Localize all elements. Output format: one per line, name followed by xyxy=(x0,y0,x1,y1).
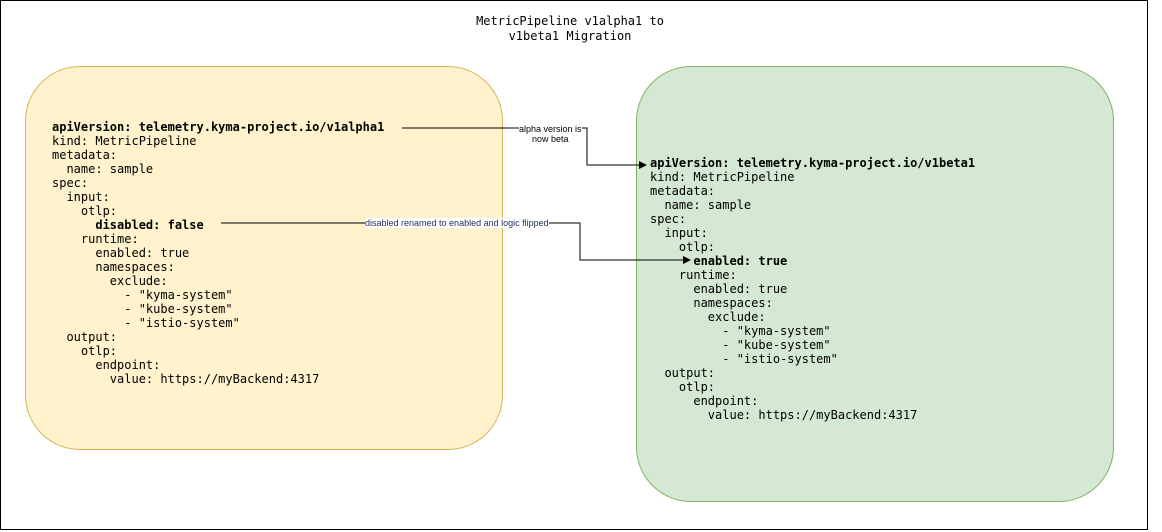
v1alpha1-yaml-code: apiVersion: telemetry.kyma-project.io/v1… xyxy=(52,120,384,386)
v1alpha1-yaml-line: otlp: xyxy=(52,204,118,218)
v1beta1-yaml-line: enabled: true xyxy=(650,254,788,268)
v1beta1-yaml-line: exclude: xyxy=(650,310,766,324)
v1alpha1-yaml-line: disabled: false xyxy=(52,218,204,232)
enabled-field-connector xyxy=(221,222,691,264)
v1beta1-yaml-code: apiVersion: telemetry.kyma-project.io/v1… xyxy=(650,156,975,422)
v1alpha1-yaml-line: - "kube-system" xyxy=(52,302,233,316)
v1beta1-yaml-line: - "kyma-system" xyxy=(650,324,831,338)
v1beta1-yaml-line: kind: MetricPipeline xyxy=(650,170,795,184)
v1alpha1-yaml-box xyxy=(25,66,503,450)
v1alpha1-yaml-line: kind: MetricPipeline xyxy=(52,134,197,148)
v1beta1-yaml-line: endpoint: xyxy=(650,394,759,408)
api-version-note-line-2: now beta xyxy=(532,134,569,144)
v1beta1-yaml-box xyxy=(636,66,1114,502)
v1alpha1-yaml-line: apiVersion: telemetry.kyma-project.io/v1… xyxy=(52,120,385,134)
v1alpha1-yaml-line: exclude: xyxy=(52,274,168,288)
v1beta1-yaml-line: - "kube-system" xyxy=(650,338,831,352)
v1alpha1-yaml-line: output: xyxy=(52,330,118,344)
v1beta1-yaml-line: apiVersion: telemetry.kyma-project.io/v1… xyxy=(650,156,976,170)
v1alpha1-yaml-line: runtime: xyxy=(52,232,139,246)
api-version-note-line-1: alpha version is xyxy=(519,124,582,134)
v1alpha1-yaml-line: name: sample xyxy=(52,162,154,176)
v1alpha1-yaml-line: enabled: true xyxy=(52,246,190,260)
v1alpha1-yaml-line: input: xyxy=(52,190,110,204)
v1alpha1-yaml-line: otlp: xyxy=(52,344,118,358)
api-version-connector xyxy=(402,127,647,169)
v1beta1-yaml-line: metadata: xyxy=(650,184,716,198)
v1beta1-yaml-line: name: sample xyxy=(650,198,752,212)
v1beta1-yaml-line: value: https://myBackend:4317 xyxy=(650,408,918,422)
v1beta1-yaml-line: otlp: xyxy=(650,240,716,254)
v1beta1-yaml-line: runtime: xyxy=(650,268,737,282)
title-line-2: v1beta1 Migration xyxy=(508,29,632,43)
api-version-note: alpha version is now beta xyxy=(519,124,582,144)
v1alpha1-yaml-line: metadata: xyxy=(52,148,118,162)
v1beta1-yaml-line: - "istio-system" xyxy=(650,352,838,366)
v1alpha1-yaml-line: value: https://myBackend:4317 xyxy=(52,372,320,386)
v1beta1-yaml-line: spec: xyxy=(650,212,687,226)
v1alpha1-yaml-line: endpoint: xyxy=(52,358,161,372)
title-line-1: MetricPipeline v1alpha1 to xyxy=(476,14,664,28)
diagram-title: MetricPipeline v1alpha1 to v1beta1 Migra… xyxy=(420,14,720,44)
v1beta1-yaml-line: input: xyxy=(650,226,708,240)
v1alpha1-yaml-line: - "istio-system" xyxy=(52,316,240,330)
disabled-renamed-note: disabled renamed to enabled and logic fl… xyxy=(365,218,549,228)
v1beta1-yaml-line: enabled: true xyxy=(650,282,788,296)
v1alpha1-yaml-line: spec: xyxy=(52,176,89,190)
v1beta1-yaml-line: otlp: xyxy=(650,380,716,394)
v1beta1-yaml-line: namespaces: xyxy=(650,296,773,310)
v1alpha1-yaml-line: - "kyma-system" xyxy=(52,288,233,302)
v1alpha1-yaml-line: namespaces: xyxy=(52,260,175,274)
v1beta1-yaml-line: output: xyxy=(650,366,716,380)
